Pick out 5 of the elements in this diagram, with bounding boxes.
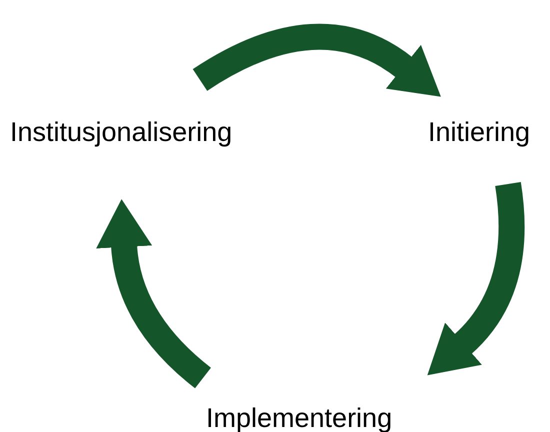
curved-arrow	[96, 199, 212, 388]
curved-arrow	[193, 24, 442, 95]
stage-label: Initiering	[428, 116, 530, 148]
stage-label: Institusjonalisering	[10, 116, 232, 148]
curved-arrow	[428, 182, 524, 377]
